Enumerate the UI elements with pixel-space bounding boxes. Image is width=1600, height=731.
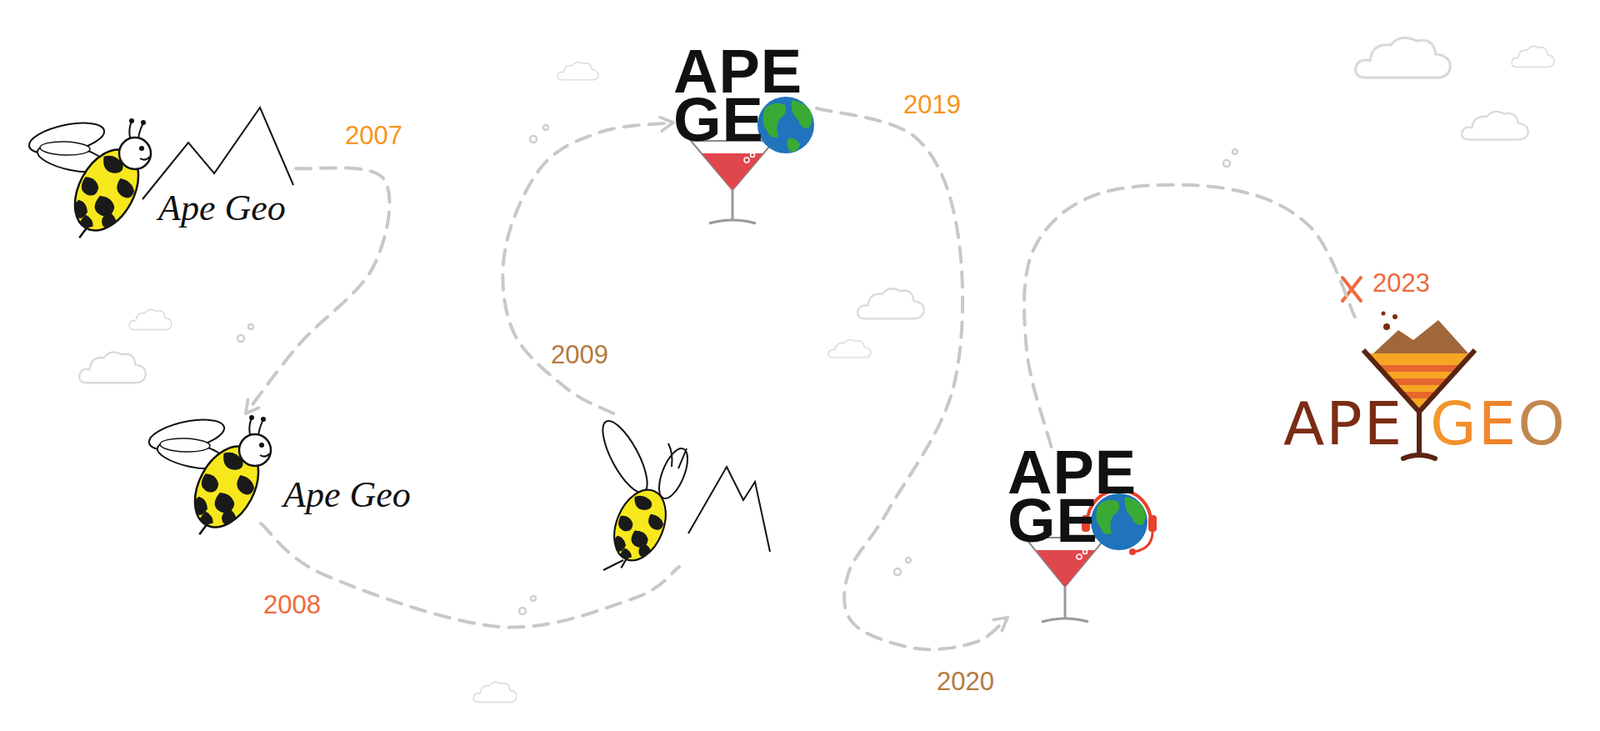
apegeo-wordmark: APE GE [1007, 448, 1154, 545]
year-label: 2020 [936, 668, 995, 695]
year-label: 2008 [263, 591, 321, 618]
logo-node: 2009 [576, 413, 770, 567]
apegeo-wordmark: APE [1283, 393, 1404, 454]
dashed-connector [260, 523, 680, 628]
year-label: 2023 [1372, 270, 1430, 296]
logo-2008 [146, 414, 272, 549]
logo-node: Ape Geo2008 [168, 413, 419, 524]
logo-2007 [26, 107, 294, 252]
year-label: 2009 [550, 341, 609, 368]
ape-geo-wordmark: Ape Geo [283, 476, 411, 514]
year-label: 2007 [345, 122, 403, 149]
logo-node: Ape Geo2007 [45, 101, 296, 233]
apegeo-wordmark: APE GE [673, 47, 820, 145]
logo-2009 [594, 415, 770, 577]
apegeo-wordmark: GEO [1430, 393, 1567, 454]
year-label: 2019 [903, 91, 961, 118]
logo-node: APE GE2019 [673, 45, 817, 225]
dashed-connector [816, 108, 1008, 650]
clouds [79, 37, 1555, 702]
dashed-connector [502, 122, 674, 414]
ape-geo-wordmark: Ape Geo [158, 190, 286, 227]
logo-node: APEGEO2023 [1283, 316, 1559, 460]
logo-node: APE GE2020 [1007, 446, 1159, 623]
